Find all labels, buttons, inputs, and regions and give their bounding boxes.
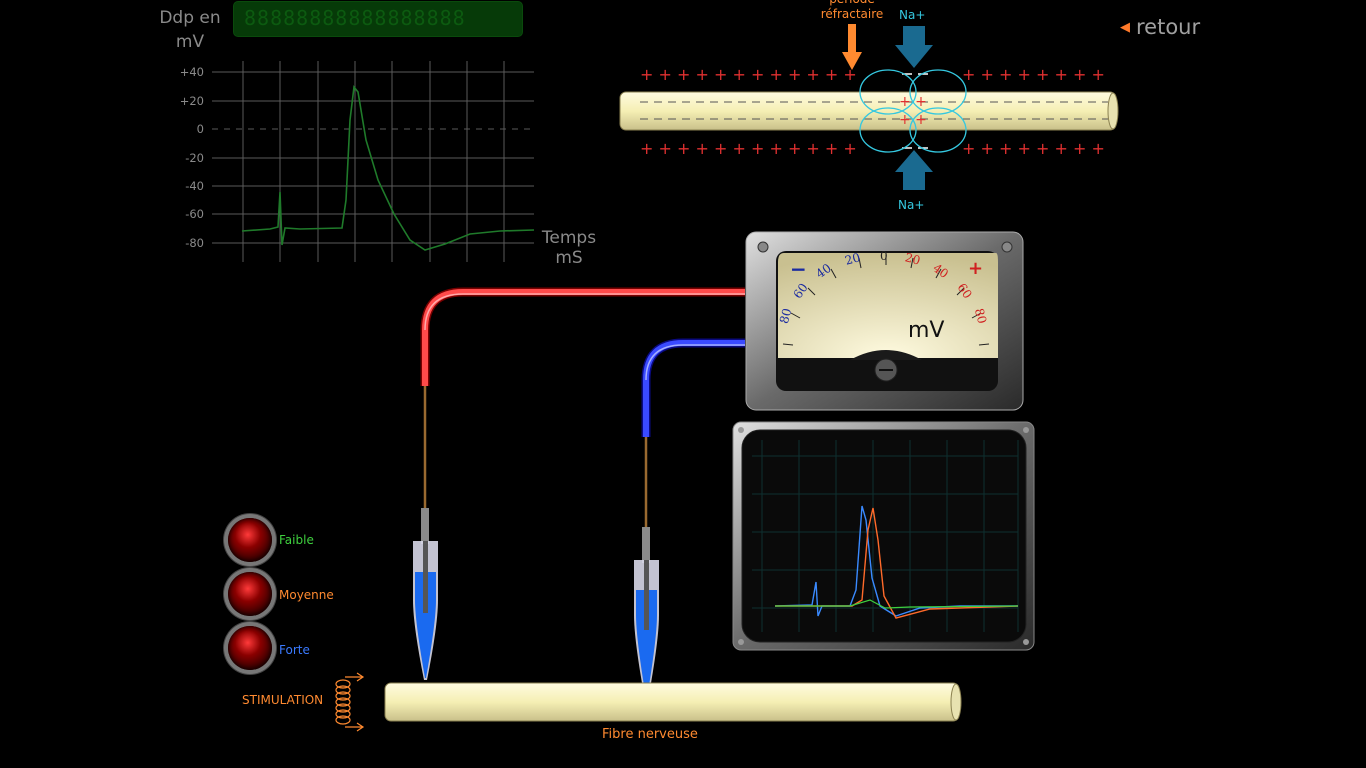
svg-text:+ + + + + + + +: + + + + + + + +	[962, 139, 1105, 158]
na-influx-arrow-top	[895, 26, 933, 68]
svg-text:+ + + + + + + + + + + +: + + + + + + + + + + + +	[640, 139, 857, 158]
stimulation-label-faible: Faible	[279, 533, 314, 547]
y-tick-label: -80	[185, 236, 204, 250]
stimulation-label-moyenne: Moyenne	[279, 588, 334, 602]
stimulation-label-forte: Forte	[279, 643, 310, 657]
na-label-top: Na+	[899, 8, 926, 22]
oscilloscope-trace-orange	[775, 507, 1019, 619]
retour-label: retour	[1136, 15, 1201, 39]
y-axis-label: Ddp en mV	[150, 6, 230, 54]
oscilloscope-screen	[741, 429, 1027, 643]
voltmeter-unit: mV	[908, 318, 945, 343]
stimulation-label: STIMULATION	[242, 693, 324, 707]
voltmeter-scale-zero: 0	[880, 249, 888, 263]
y-tick-label: +20	[179, 94, 204, 108]
voltmeter	[745, 231, 1024, 411]
nerve-fibre	[384, 682, 962, 722]
y-tick-label: -20	[185, 151, 204, 165]
voltmeter-scale-ticks	[782, 255, 990, 346]
voltmeter-minus-sign: −	[790, 257, 807, 281]
action-potential-trace	[241, 85, 535, 251]
na-influx-arrow-bottom	[895, 150, 933, 190]
recording-electrode-1	[413, 508, 438, 680]
svg-text:+ + + + + + + + + + + +: + + + + + + + + + + + +	[640, 65, 857, 84]
oscilloscope-trace-blue	[774, 505, 1018, 617]
extracellular-plus-signs-bottom: + + + + + + + + + + + + + + + + + + + +	[640, 139, 1105, 158]
voltage-display-digits: 88888888888888888	[244, 6, 466, 30]
y-tick-label: -60	[185, 207, 204, 221]
fibre-label: Fibre nerveuse	[602, 727, 698, 742]
y-tick-label: 0	[196, 122, 204, 136]
na-label-bottom: Na+	[898, 198, 925, 212]
x-axis-label: Temps mS	[541, 228, 597, 268]
refractory-period-label: période réfractaire	[820, 0, 884, 21]
y-tick-label: -40	[185, 179, 204, 193]
stimulation-button-faible[interactable]	[228, 518, 272, 562]
y-axis-label-text: Ddp en mV	[159, 8, 221, 52]
back-arrow-icon: ◀	[1120, 19, 1130, 35]
oscilloscope-trace-green	[775, 599, 1019, 609]
retour-button[interactable]: ◀ retour	[1120, 15, 1200, 39]
stimulation-coil	[335, 672, 365, 732]
voltmeter-dial	[778, 253, 998, 358]
blue-wire	[643, 340, 745, 437]
voltage-display: 88888888888888888	[233, 1, 523, 37]
voltmeter-plus-sign: +	[968, 258, 984, 279]
local-current-loops	[859, 69, 967, 153]
y-tick-label: +40	[179, 65, 204, 79]
axon-diagram: + + + + + + + + + + + + + + + + + + + + …	[619, 24, 1119, 190]
axon-cylinder	[619, 91, 1117, 131]
graph-grid	[212, 61, 534, 262]
recording-electrode-2	[634, 527, 659, 700]
oscilloscope	[732, 421, 1035, 651]
svg-text:+ + + + + + + +: + + + + + + + +	[962, 65, 1105, 84]
stimulation-button-moyenne[interactable]	[228, 572, 272, 616]
extracellular-plus-signs-top: + + + + + + + + + + + + + + + + + + + +	[640, 65, 1105, 84]
refractory-arrow	[842, 24, 862, 70]
blue-wire-shadow	[641, 338, 745, 437]
stimulation-button-forte[interactable]	[228, 626, 272, 670]
